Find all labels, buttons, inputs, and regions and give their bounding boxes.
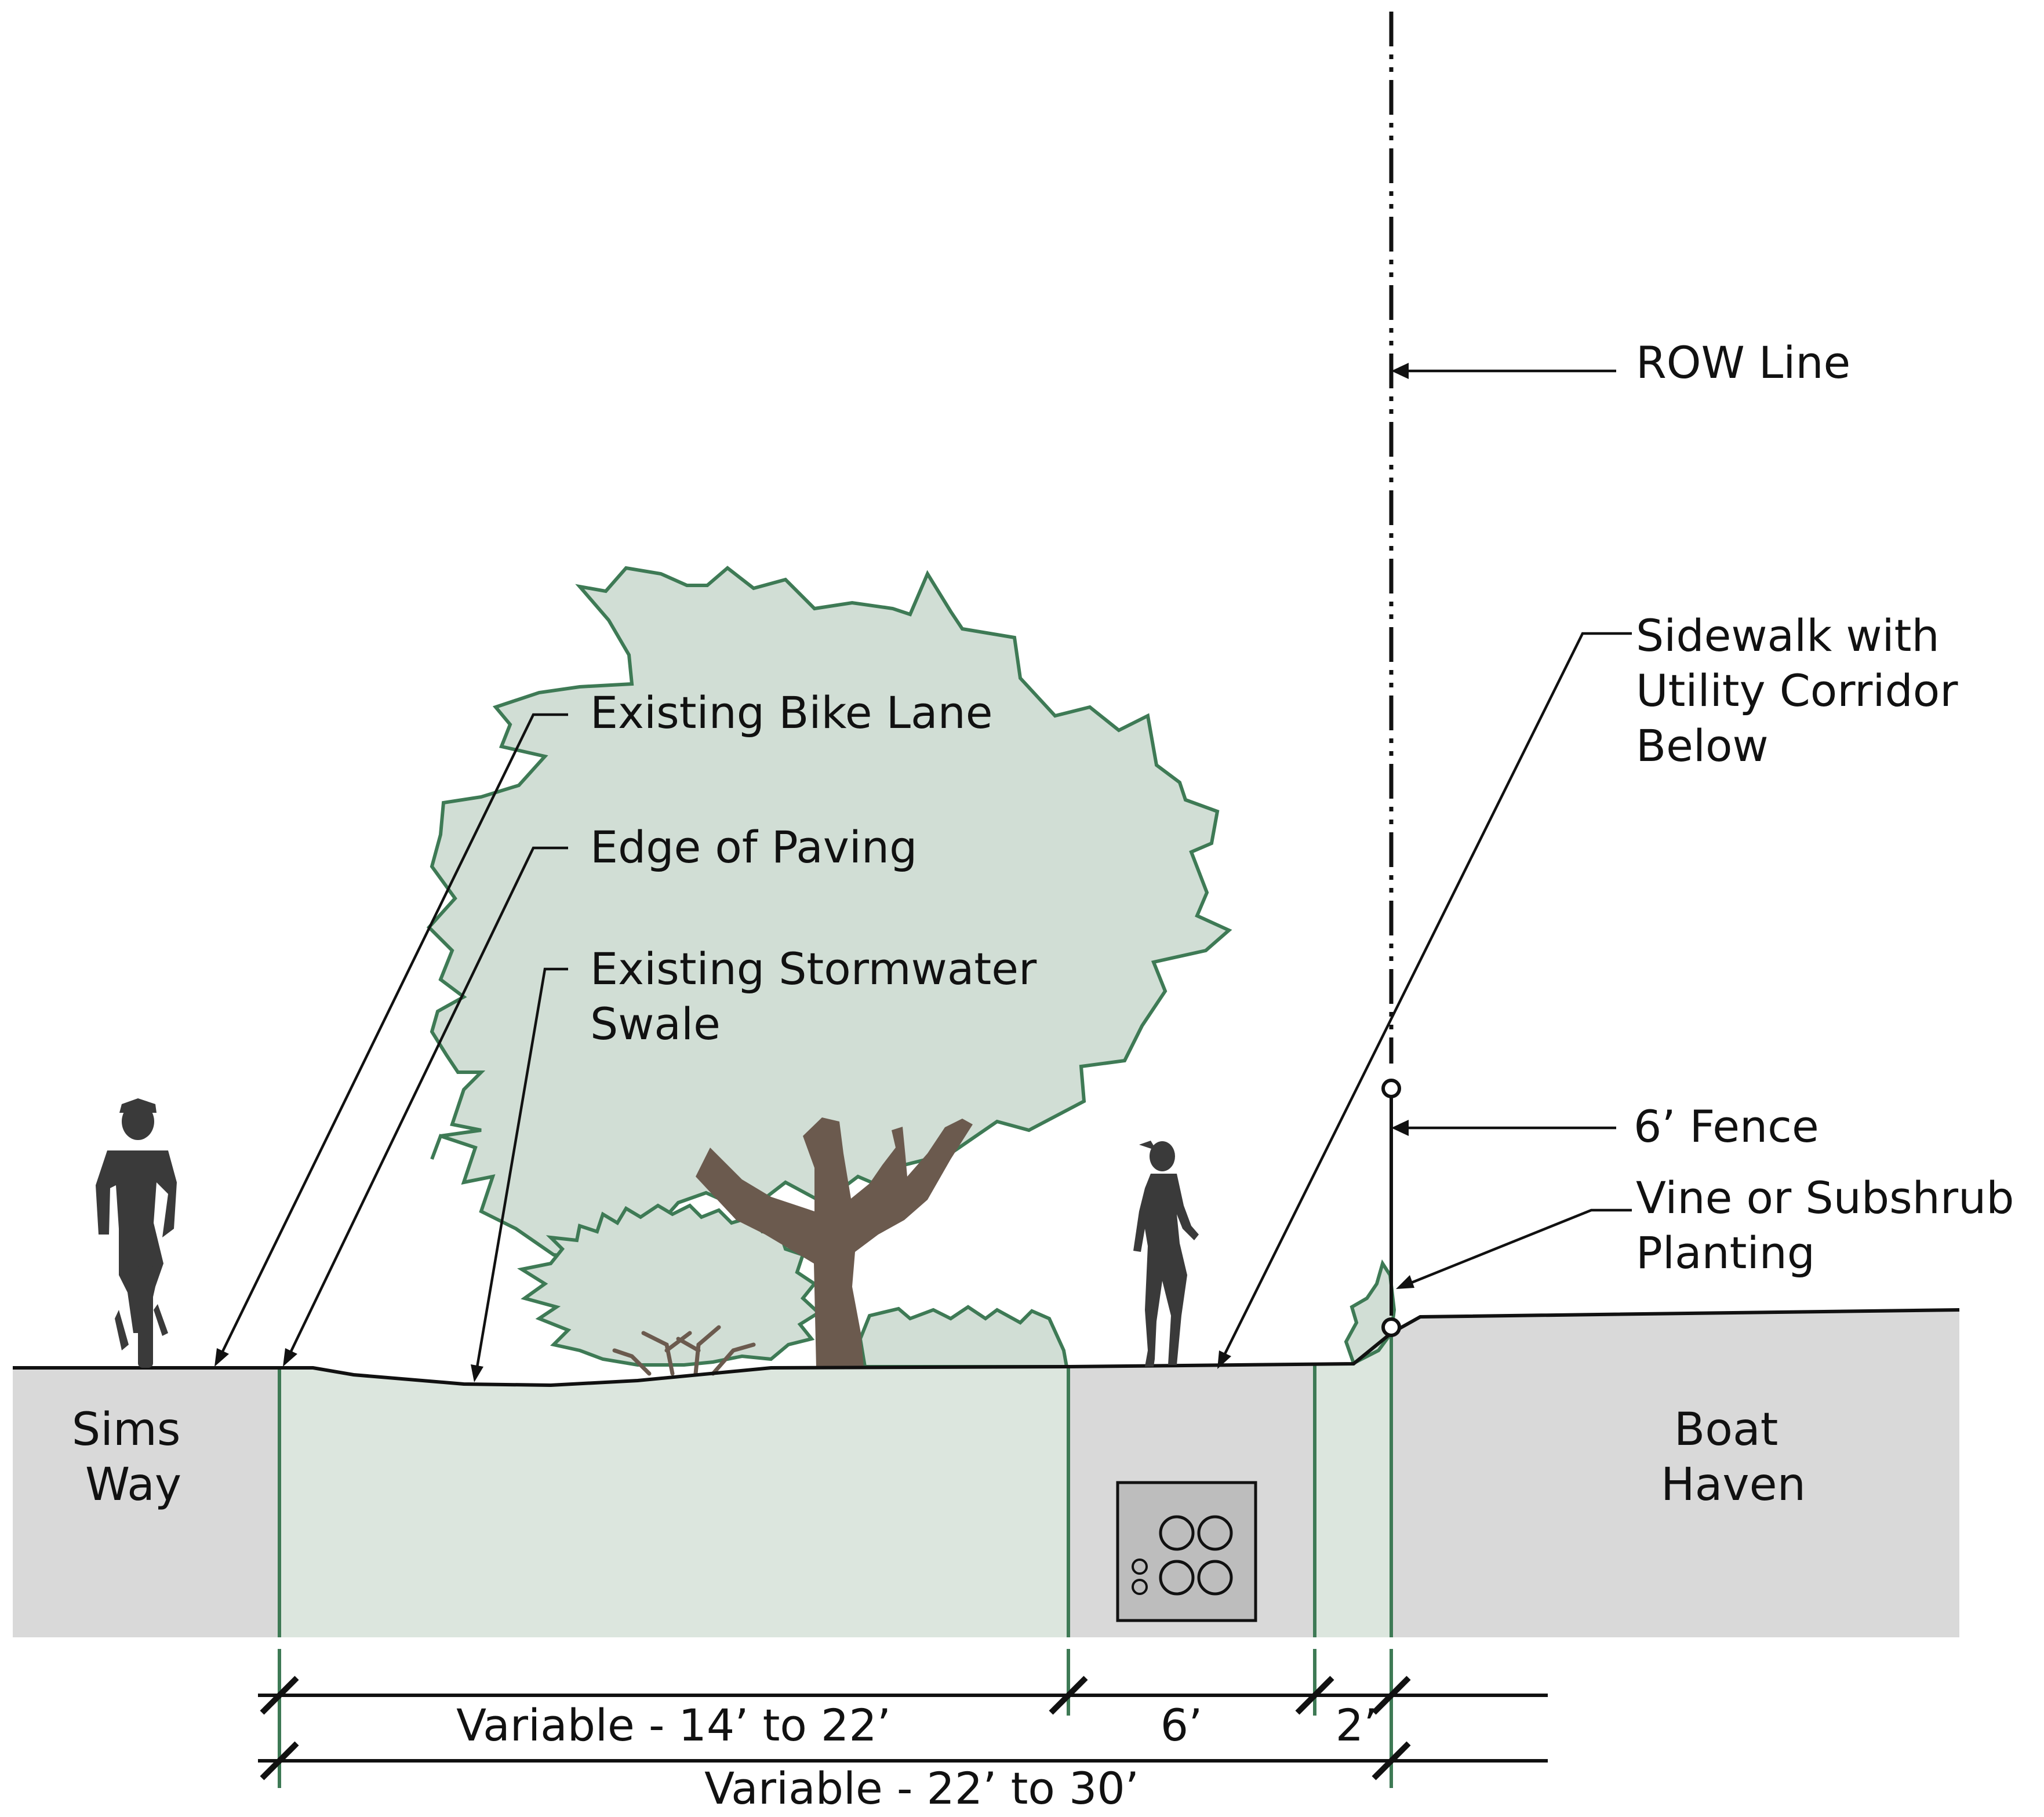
dim-planting-width: 2’ bbox=[1336, 1699, 1378, 1751]
label-bike-lane: Existing Bike Lane bbox=[590, 687, 993, 738]
dim-sidewalk-width: 6’ bbox=[1161, 1699, 1203, 1751]
boat-haven-ground bbox=[1391, 1310, 1959, 1637]
label-edge-of-paving: Edge of Paving bbox=[590, 821, 917, 873]
tree-trunk bbox=[696, 1117, 973, 1368]
runner-silhouette bbox=[1133, 1141, 1199, 1367]
label-vine: Vine or Subshrub Planting bbox=[1636, 1172, 2028, 1279]
low-shrub bbox=[858, 1305, 1069, 1368]
utility-corridor bbox=[1116, 1481, 1257, 1622]
planting-strip-zone bbox=[1315, 1333, 1391, 1637]
fence-top-post bbox=[1381, 1079, 1401, 1098]
leader-lines bbox=[214, 363, 1632, 1382]
zone-boat-haven: Boat Haven bbox=[1661, 1404, 1806, 1511]
label-stormwater: Existing Stormwater Swale bbox=[590, 943, 1050, 1050]
dim-total-width: Variable - 22’ to 30’ bbox=[704, 1763, 1139, 1814]
shrub-canopy bbox=[517, 1203, 821, 1367]
fence-base-post bbox=[1381, 1317, 1401, 1337]
label-fence: 6’ Fence bbox=[1634, 1101, 1819, 1152]
sims-way-ground bbox=[13, 1368, 279, 1637]
tree-canopy bbox=[426, 566, 1232, 1265]
zone-sims-way: Sims Way bbox=[72, 1404, 195, 1511]
cyclist-silhouette bbox=[96, 1098, 177, 1368]
label-row-line: ROW Line bbox=[1636, 337, 1850, 388]
shrub-branches bbox=[612, 1325, 756, 1376]
label-sidewalk: Sidewalk with Utility Corridor Below bbox=[1636, 610, 1972, 771]
dimension-lines bbox=[258, 1649, 1548, 1788]
dim-swale-width: Variable - 14’ to 22’ bbox=[456, 1699, 891, 1751]
swale-planting-zone bbox=[279, 1367, 1068, 1637]
